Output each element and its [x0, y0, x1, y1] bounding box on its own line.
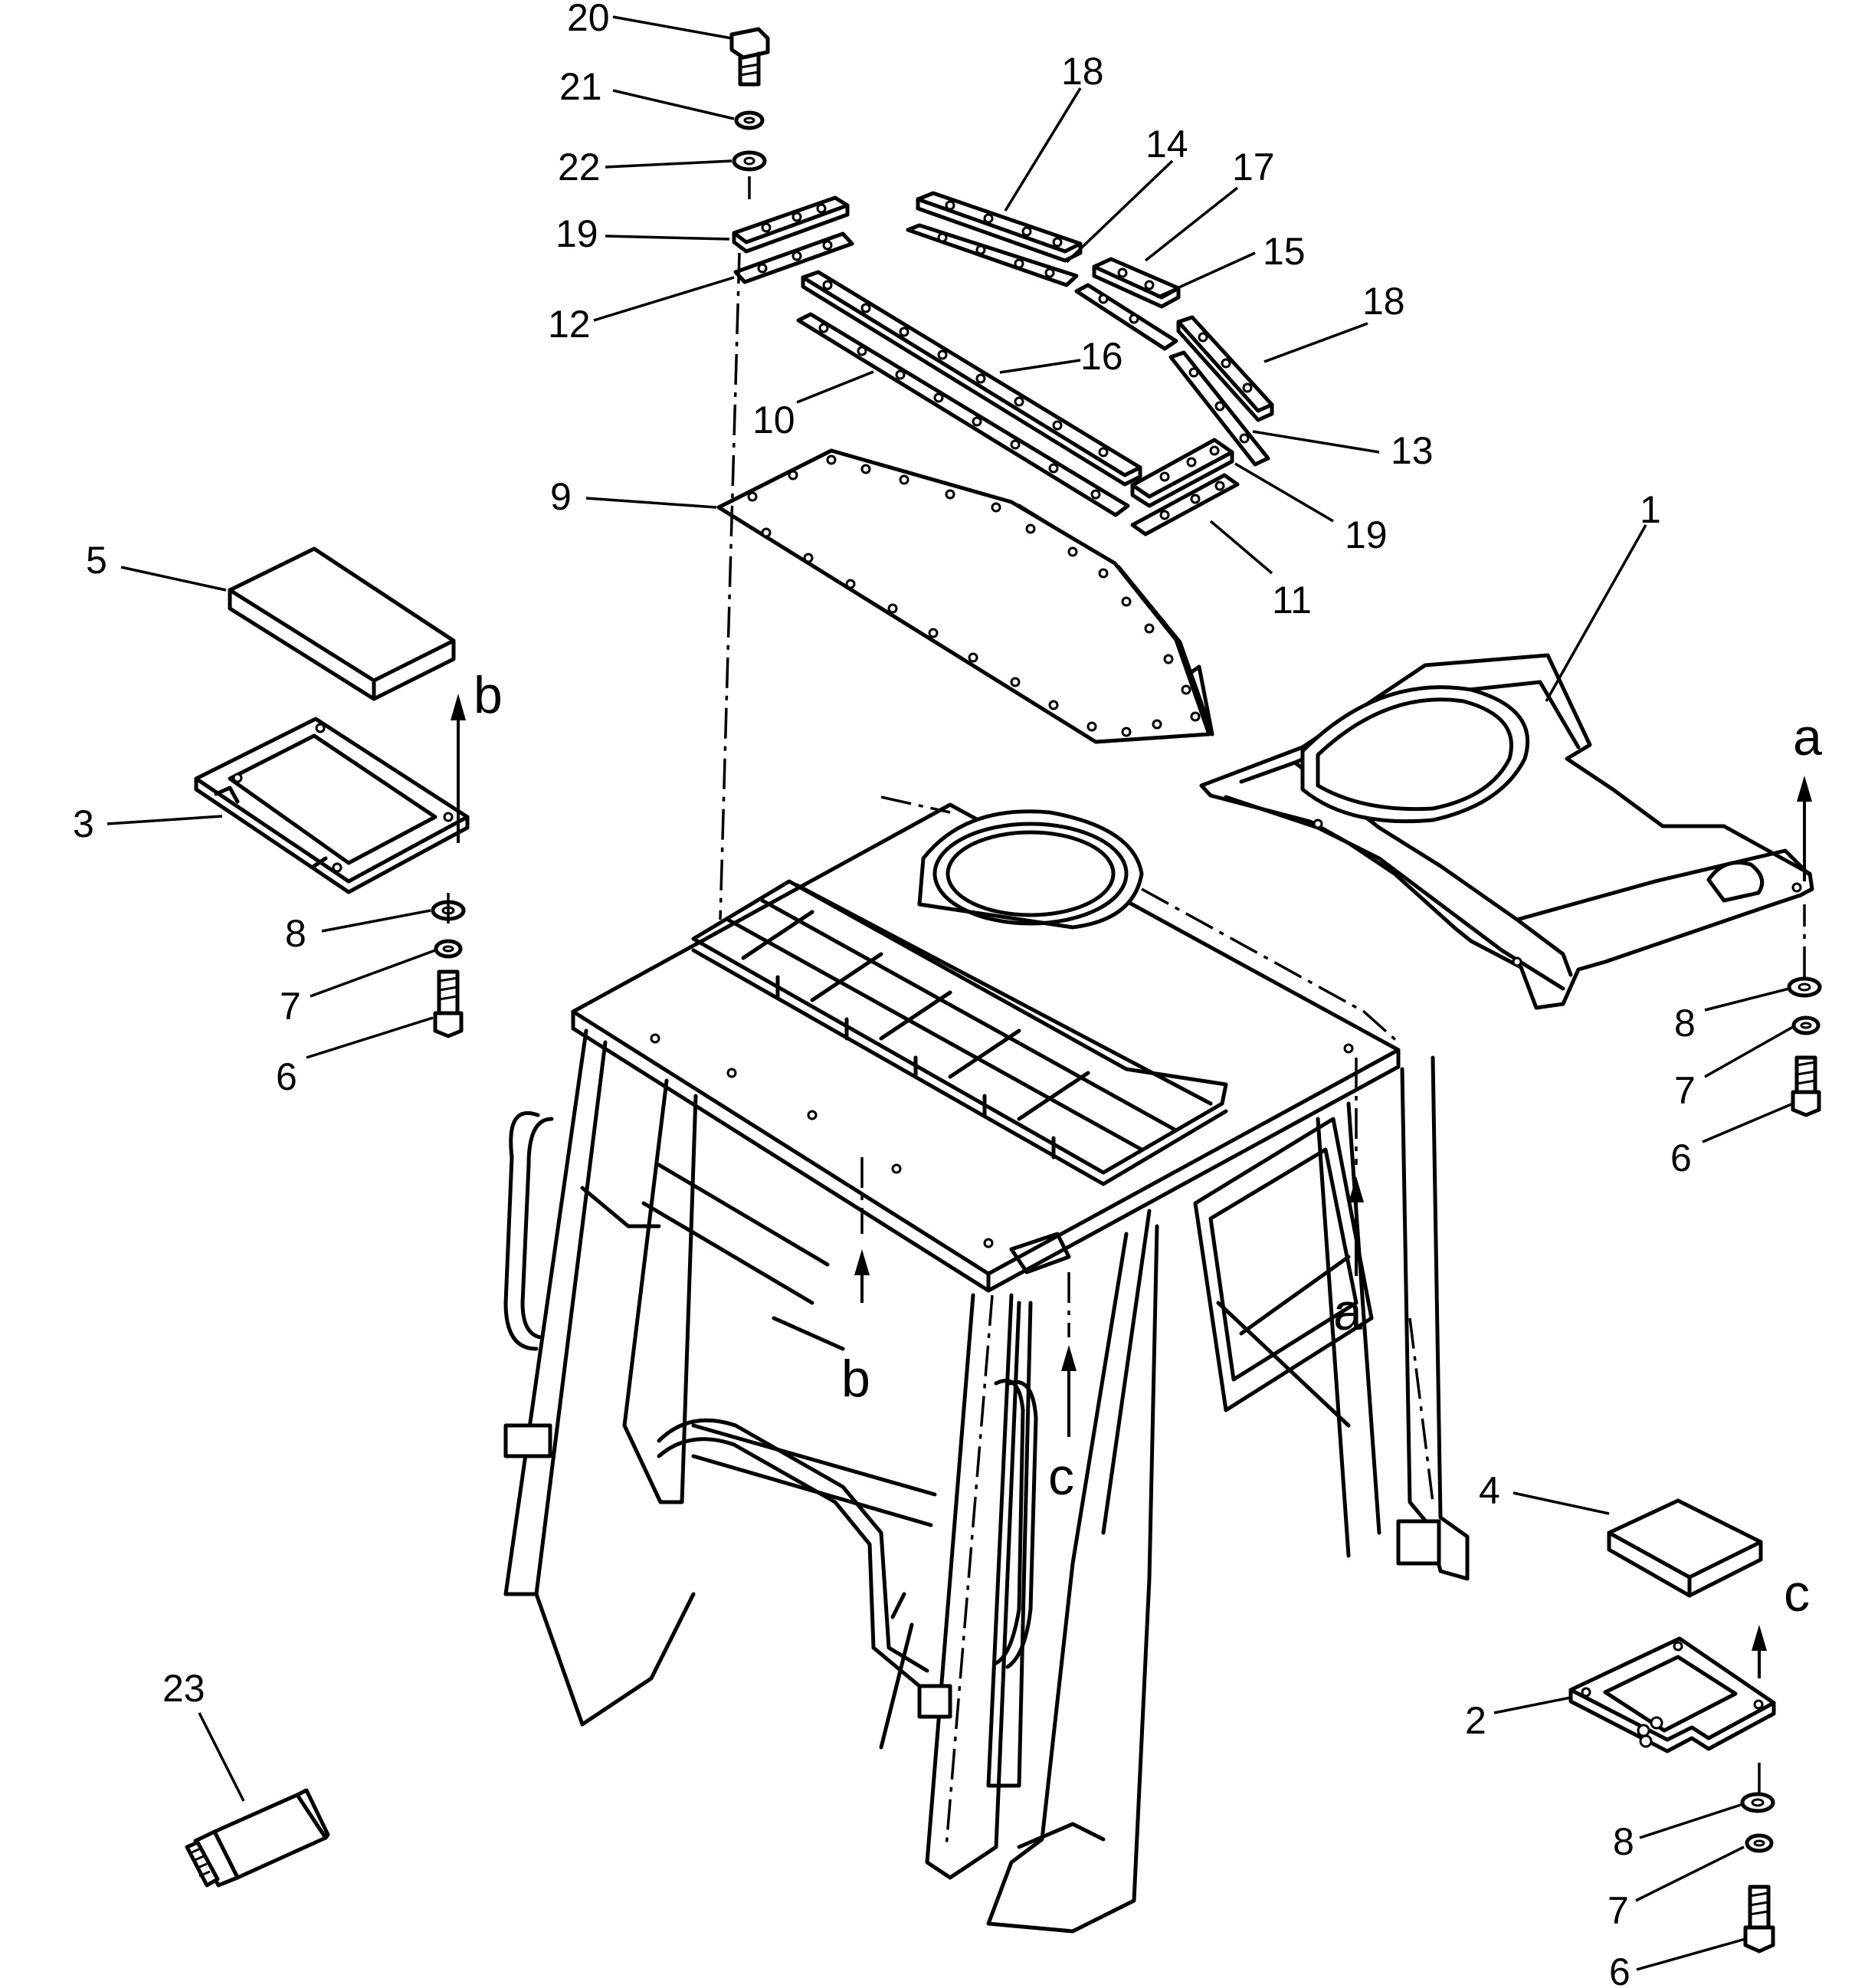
strip-part-12 — [733, 231, 854, 284]
bolt-part-20 — [729, 27, 770, 87]
plate-part-19-right — [1130, 438, 1234, 508]
label-19: 19 — [1345, 513, 1388, 556]
label-9: 9 — [550, 475, 572, 518]
lock-washer-part-7-left — [434, 939, 463, 959]
label-8: 8 — [1613, 1820, 1634, 1863]
label-7: 7 — [280, 985, 301, 1028]
label-6: 6 — [276, 1055, 297, 1098]
bolt-part-6-bottom — [1743, 1885, 1775, 1954]
plate-part-18-right — [1176, 315, 1274, 422]
label-17: 17 — [1232, 146, 1275, 189]
label-14: 14 — [1145, 123, 1188, 166]
arrows — [451, 694, 1812, 1678]
strip-part-13 — [1168, 350, 1270, 467]
letter-a-top: a — [1793, 708, 1822, 766]
strip-part-10 — [796, 312, 1130, 517]
label-13: 13 — [1391, 429, 1434, 472]
label-6: 6 — [1609, 1950, 1630, 1988]
view-letters: b a b c a c — [474, 666, 1822, 1622]
tube-part-23 — [185, 1788, 330, 1888]
label-18: 18 — [1061, 50, 1104, 93]
label-22: 22 — [558, 146, 601, 189]
label-21: 21 — [559, 65, 602, 108]
label-8: 8 — [1674, 1002, 1696, 1045]
label-10: 10 — [752, 399, 795, 441]
label-4: 4 — [1479, 1469, 1500, 1512]
leader-lines — [107, 15, 1794, 1971]
label-8: 8 — [285, 912, 306, 955]
letter-c-mid: c — [1048, 1448, 1074, 1506]
label-12: 12 — [548, 303, 591, 346]
letter-b-bottom: b — [841, 1350, 870, 1408]
label-2: 2 — [1465, 1699, 1486, 1742]
pad-part-4 — [1607, 1498, 1763, 1598]
label-11: 11 — [1272, 579, 1312, 622]
letter-b-top: b — [474, 666, 503, 724]
washer-part-8-bottom — [1740, 1792, 1775, 1813]
strip-part-14 — [906, 223, 1079, 287]
frame-plate-part-2 — [1568, 1636, 1776, 1753]
label-7: 7 — [1674, 1069, 1696, 1112]
panel-part-9 — [716, 448, 1214, 744]
label-16: 16 — [1080, 335, 1123, 378]
label-15: 15 — [1263, 230, 1306, 273]
label-1: 1 — [1640, 488, 1661, 531]
label-5: 5 — [86, 539, 107, 582]
label-6: 6 — [1670, 1137, 1692, 1179]
cab-frame — [503, 802, 1470, 1934]
bolt-part-6-right — [1791, 1055, 1821, 1117]
letter-a-mid: a — [1333, 1283, 1362, 1341]
frame-plate-part-3 — [194, 717, 470, 894]
lock-washer-part-7-bottom — [1745, 1833, 1774, 1853]
letter-c-right: c — [1784, 1564, 1810, 1622]
label-7: 7 — [1608, 1889, 1629, 1932]
label-20: 20 — [567, 0, 610, 39]
label-3: 3 — [73, 802, 94, 845]
bolt-part-6-left — [433, 969, 464, 1038]
lock-washer-part-7-right — [1791, 1015, 1821, 1035]
strip-part-15 — [1074, 283, 1178, 351]
phantom-lines — [447, 176, 1806, 1848]
washer-part-22 — [732, 150, 767, 172]
label-19: 19 — [556, 212, 598, 255]
plate-part-19-left — [732, 195, 850, 254]
label-23: 23 — [162, 1667, 205, 1710]
plate-part-18-top — [916, 191, 1083, 263]
washer-part-8-right — [1787, 976, 1822, 998]
plate-part-16 — [801, 270, 1142, 487]
floor-plate-part-1 — [1199, 653, 1814, 1010]
label-18: 18 — [1362, 280, 1405, 323]
lock-washer-part-21 — [734, 110, 765, 130]
part-number-labels: 20 21 22 19 12 18 14 17 15 18 16 10 13 9… — [73, 0, 1696, 1988]
strip-part-11 — [1130, 473, 1240, 536]
pad-part-5 — [228, 546, 456, 701]
